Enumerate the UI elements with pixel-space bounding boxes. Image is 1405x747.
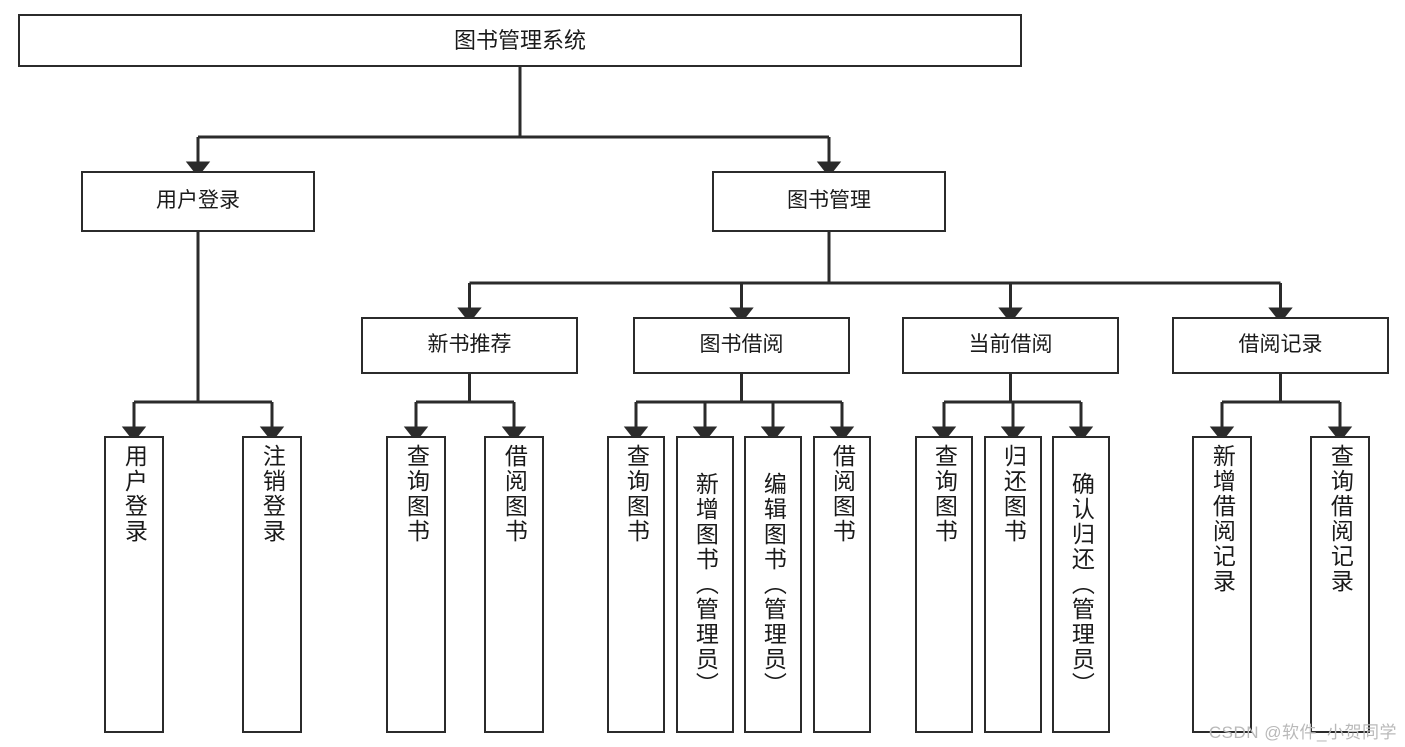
node-label: 查询借阅记录 — [1327, 444, 1354, 594]
node-label: 借阅记录 — [1238, 333, 1323, 357]
node-leaf-query-book-2[interactable]: 查询图书 — [607, 436, 665, 733]
node-label: 图书管理系统 — [453, 27, 586, 53]
node-book-borrow[interactable]: 图书借阅 — [633, 317, 850, 374]
node-user-login[interactable]: 用户登录 — [81, 171, 315, 232]
node-leaf-add-book[interactable]: 新增图书（管理员） — [676, 436, 734, 733]
node-label: 归还图书 — [1000, 444, 1027, 544]
node-label: 查询图书 — [403, 444, 430, 544]
node-label: 确认归还（管理员） — [1068, 472, 1095, 697]
node-leaf-logout[interactable]: 注销登录 — [242, 436, 302, 733]
node-leaf-user-login[interactable]: 用户登录 — [104, 436, 164, 733]
node-label: 编辑图书（管理员） — [760, 472, 787, 697]
node-leaf-borrow-book-1[interactable]: 借阅图书 — [484, 436, 544, 733]
node-leaf-query-book-1[interactable]: 查询图书 — [386, 436, 446, 733]
node-current-borrow[interactable]: 当前借阅 — [902, 317, 1119, 374]
node-leaf-add-record[interactable]: 新增借阅记录 — [1192, 436, 1252, 733]
node-label: 图书借阅 — [699, 333, 784, 357]
node-leaf-borrow-book-2[interactable]: 借阅图书 — [813, 436, 871, 733]
node-label: 查询图书 — [623, 444, 650, 544]
node-label: 借阅图书 — [829, 444, 856, 544]
node-leaf-edit-book[interactable]: 编辑图书（管理员） — [744, 436, 802, 733]
node-label: 新增图书（管理员） — [692, 472, 719, 697]
node-leaf-query-record[interactable]: 查询借阅记录 — [1310, 436, 1370, 733]
node-book-manage[interactable]: 图书管理 — [712, 171, 946, 232]
node-label: 当前借阅 — [968, 333, 1053, 357]
node-leaf-query-book-3[interactable]: 查询图书 — [915, 436, 973, 733]
node-label: 新增借阅记录 — [1209, 444, 1236, 594]
node-label: 借阅图书 — [501, 444, 528, 544]
node-label: 注销登录 — [259, 444, 286, 544]
node-label: 查询图书 — [931, 444, 958, 544]
watermark: CSDN @软件_小贺同学 — [1208, 723, 1397, 742]
node-label: 用户登录 — [156, 189, 240, 213]
node-leaf-confirm-return[interactable]: 确认归还（管理员） — [1052, 436, 1110, 733]
node-root[interactable]: 图书管理系统 — [18, 14, 1022, 67]
node-new-book-recommend[interactable]: 新书推荐 — [361, 317, 578, 374]
node-borrow-record[interactable]: 借阅记录 — [1172, 317, 1389, 374]
node-label: 用户登录 — [121, 444, 148, 544]
node-leaf-return-book[interactable]: 归还图书 — [984, 436, 1042, 733]
node-label: 图书管理 — [787, 189, 871, 213]
node-label: 新书推荐 — [427, 333, 512, 357]
